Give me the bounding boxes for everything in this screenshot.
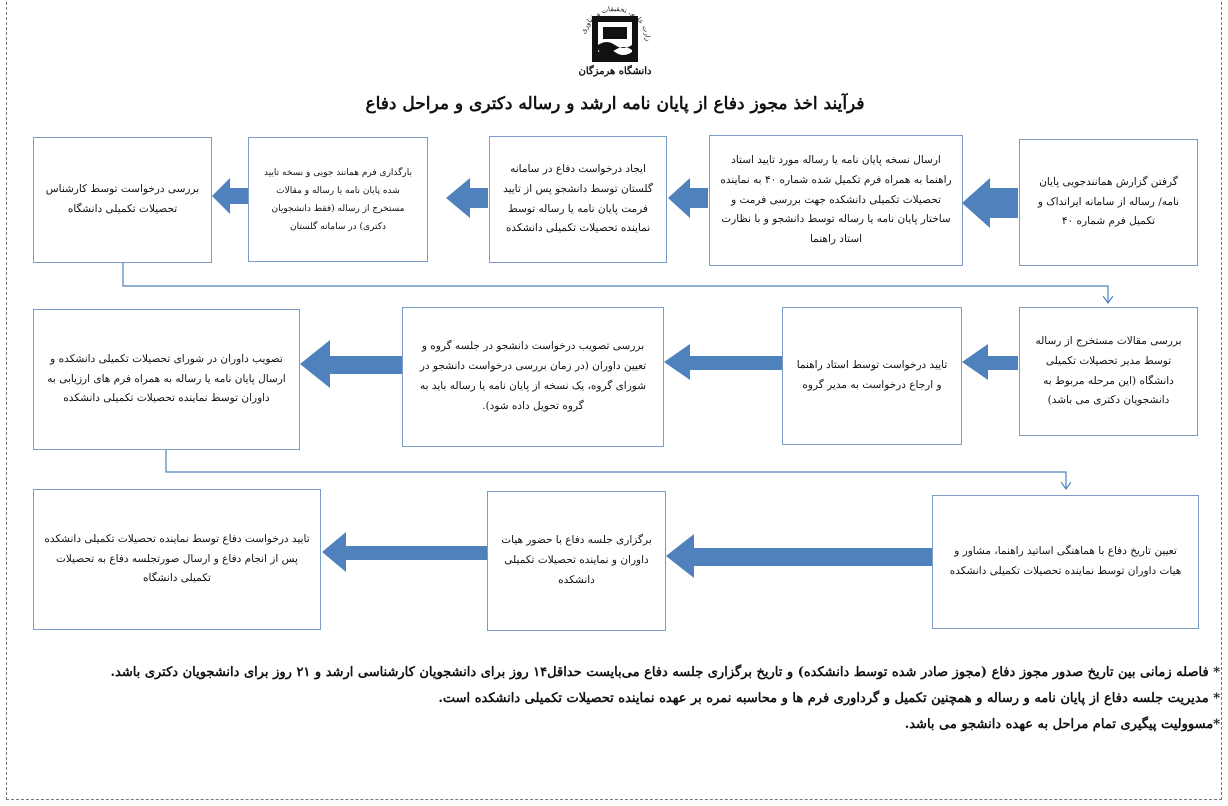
step-box: برگزاری جلسه دفاع با حضور هیات داوران و …: [487, 491, 666, 631]
step-text: بررسی مقالات مستخرج از رساله توسط مدیر ت…: [1035, 334, 1182, 407]
step-box: بررسی تصویب درخواست دانشجو در جلسه گروه …: [402, 307, 664, 447]
step-text: تایید درخواست دفاع توسط نماینده تحصیلات …: [44, 532, 310, 585]
step-text: بررسی تصویب درخواست دانشجو در جلسه گروه …: [419, 340, 647, 412]
note-item: *مسوولیت پیگیری تمام مراحل به عهده دانشج…: [904, 717, 1220, 732]
step-text: تعیین تاریخ دفاع با هماهنگی اساتید راهنم…: [949, 545, 1182, 577]
step-text: گرفتن گزارش همانندجویی پایان نامه/ رساله…: [1037, 175, 1180, 228]
page-frame: [6, 2, 1222, 800]
step-text: تایید درخواست توسط استاد راهنما و ارجاع …: [796, 359, 948, 391]
step-box: تصویب داوران در شورای تحصیلات تکمیلی دان…: [33, 309, 300, 450]
step-box: ارسال نسخه پایان نامه یا رساله مورد تایی…: [709, 135, 963, 266]
university-logo: وزارت علوم، تحقیقات و فناوری: [567, 0, 660, 82]
step-box: بررسی مقالات مستخرج از رساله توسط مدیر ت…: [1019, 307, 1198, 436]
step-box: تعیین تاریخ دفاع با هماهنگی اساتید راهنم…: [932, 495, 1199, 629]
step-text: ارسال نسخه پایان نامه یا رساله مورد تایی…: [720, 153, 952, 246]
step-box: ایجاد درخواست دفاع در سامانه گلستان توسط…: [489, 136, 667, 263]
step-box: تایید درخواست دفاع توسط نماینده تحصیلات …: [33, 489, 321, 630]
note-item: * فاصله زمانی بین تاریخ صدور مجوز دفاع (…: [110, 665, 1220, 680]
page-title: فرآیند اخذ مجوز دفاع از پایان نامه ارشد …: [365, 94, 865, 114]
note-item: * مدیریت جلسه دفاع از پایان نامه و رساله…: [438, 691, 1220, 706]
step-box: بررسی درخواست توسط کارشناس تحصیلات تکمیل…: [33, 137, 212, 263]
step-box: تایید درخواست توسط استاد راهنما و ارجاع …: [782, 307, 962, 445]
step-box: بارگذاری فرم همانند جویی و نسخه تایید شد…: [248, 137, 428, 262]
university-name: دانشگاه هرمزگان: [578, 66, 652, 77]
step-text: تصویب داوران در شورای تحصیلات تکمیلی دان…: [47, 352, 286, 405]
notes-list: * فاصله زمانی بین تاریخ صدور مجوز دفاع (…: [40, 660, 1220, 738]
step-text: بارگذاری فرم همانند جویی و نسخه تایید شد…: [263, 167, 413, 232]
step-box: گرفتن گزارش همانندجویی پایان نامه/ رساله…: [1019, 139, 1198, 266]
step-text: بررسی درخواست توسط کارشناس تحصیلات تکمیل…: [45, 183, 200, 215]
step-text: برگزاری جلسه دفاع با حضور هیات داوران و …: [501, 534, 652, 586]
step-text: ایجاد درخواست دفاع در سامانه گلستان توسط…: [503, 162, 653, 235]
